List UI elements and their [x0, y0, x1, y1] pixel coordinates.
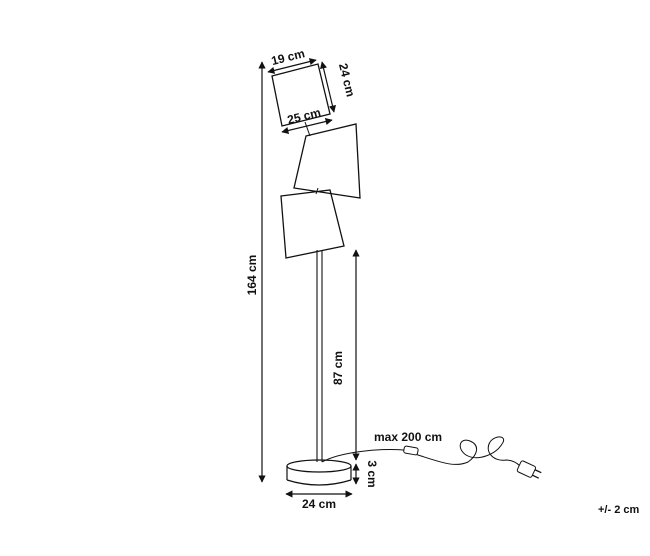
middle-lamp-shade — [293, 123, 361, 199]
shade-height-label: 24 cm — [336, 62, 358, 98]
power-cable — [321, 436, 521, 467]
cable-length-label: max 200 cm — [374, 430, 442, 444]
bottom-lamp-shade — [280, 189, 345, 259]
shade-top-width-dimension-line — [267, 58, 317, 74]
total-height-label: 164 cm — [245, 255, 259, 296]
shade-top-width-label: 19 cm — [270, 46, 306, 68]
floor-lamp-drawing — [271, 63, 542, 486]
tolerance-note: +/- 2 cm — [598, 504, 639, 516]
lamp-base — [286, 459, 352, 486]
base-height-label: 3 cm — [365, 460, 379, 487]
shade-bottom-width-dimension-line — [281, 118, 333, 134]
cable-switch — [403, 445, 419, 456]
power-plug — [516, 460, 542, 479]
switch-height-label: 87 cm — [331, 351, 345, 385]
base-width-label: 24 cm — [302, 497, 336, 511]
shade-height-dimension-line — [320, 61, 336, 113]
lamp-pole — [316, 250, 323, 462]
